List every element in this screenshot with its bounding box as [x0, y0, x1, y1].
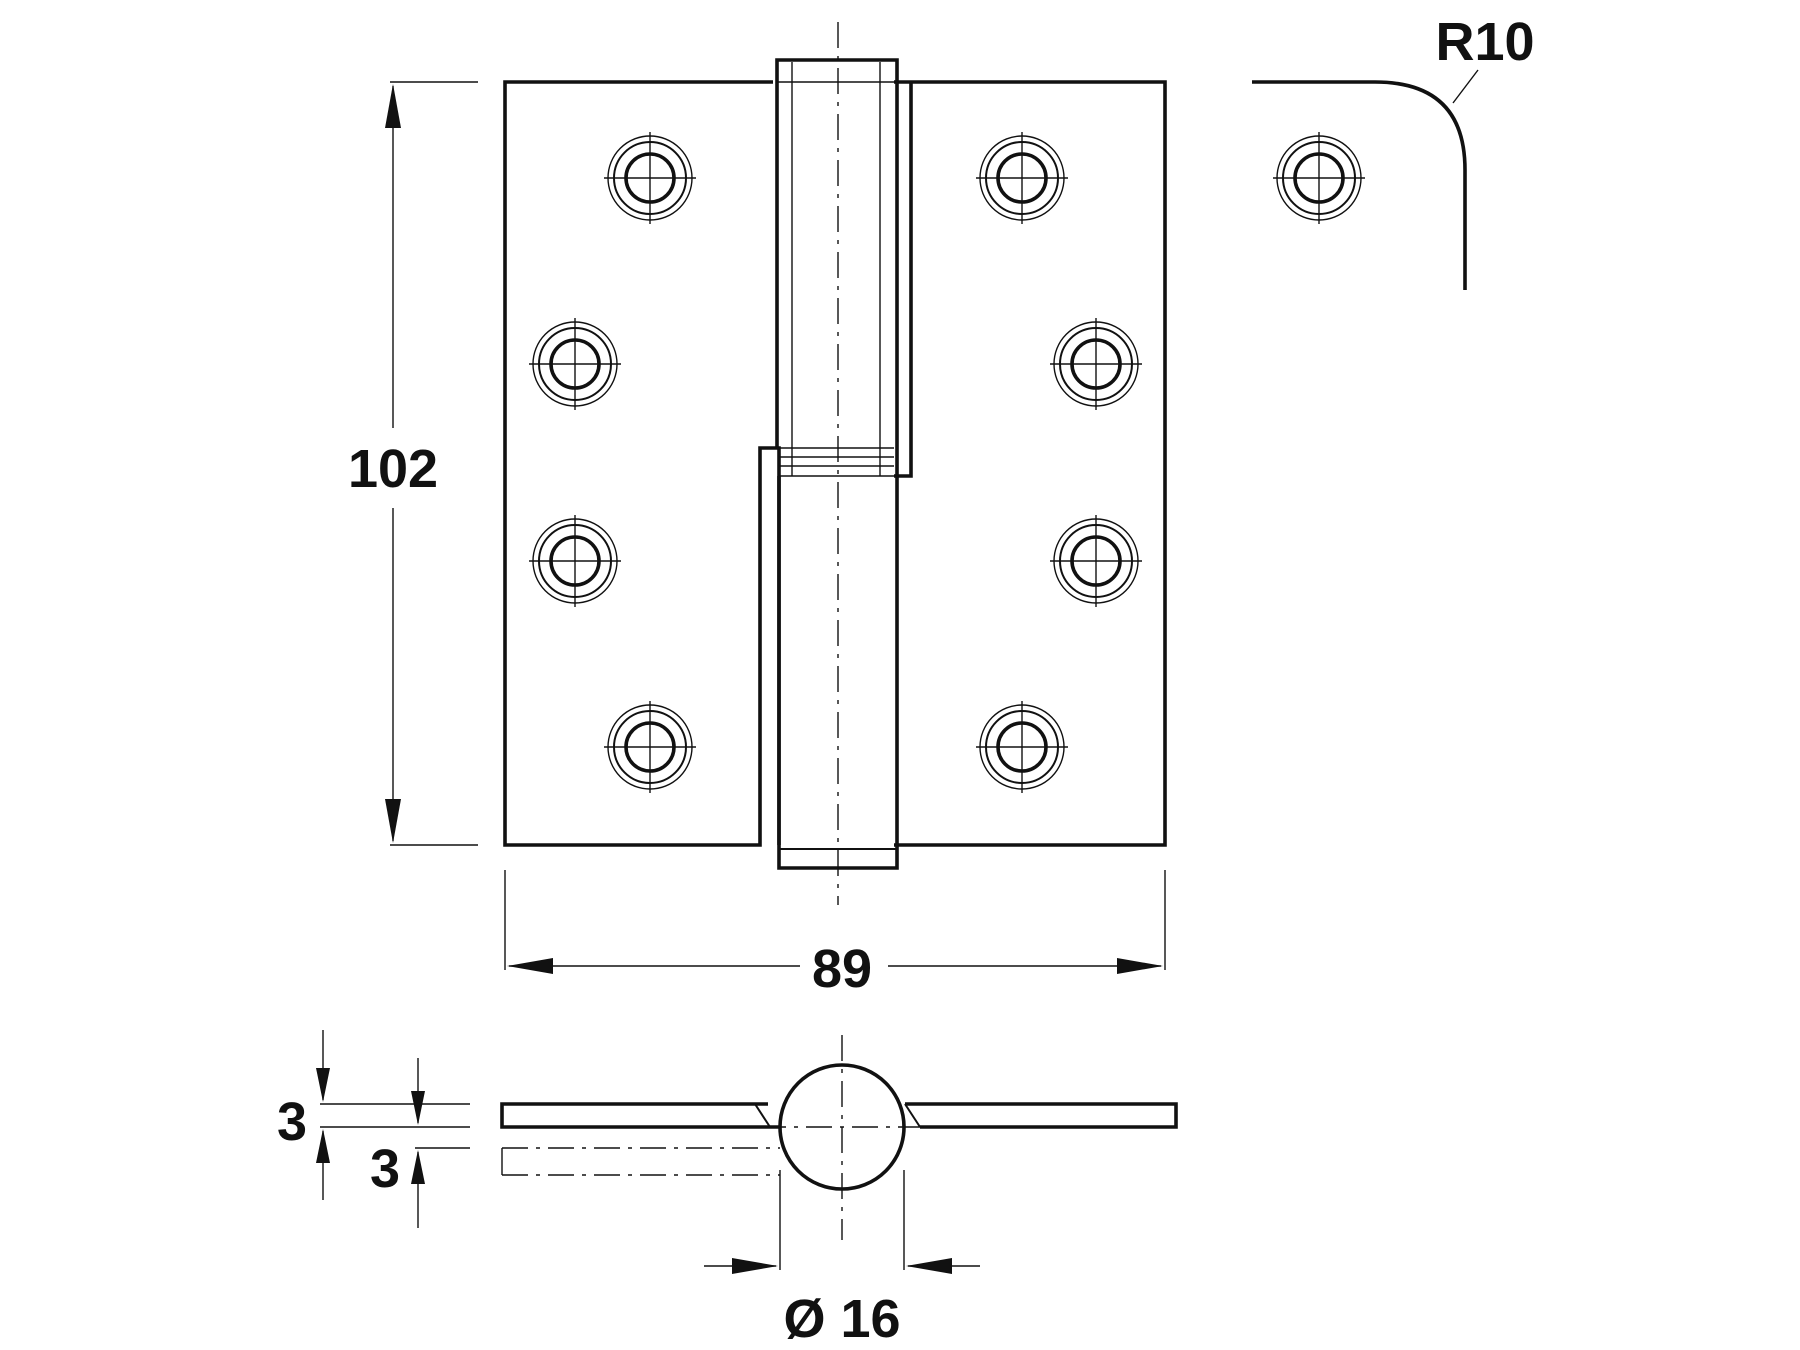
right-leaf-bend — [904, 1103, 921, 1128]
height-dimension: 102 — [348, 81, 478, 846]
right-leaf-profile — [905, 1102, 1178, 1129]
thickness-lower-label: 3 — [370, 1139, 400, 1199]
corner-radius-detail: R10 — [1252, 12, 1535, 290]
height-dimension-label: 102 — [348, 439, 438, 499]
width-arrow-left — [507, 958, 553, 974]
screw-hole — [1050, 318, 1142, 410]
thickness-dimensions: 3 3 — [277, 1030, 470, 1228]
hinge-profile-view — [500, 1035, 1178, 1240]
screw-hole — [1050, 515, 1142, 607]
corner-radius-label: R10 — [1435, 12, 1534, 72]
left-leaf-outline — [503, 80, 781, 847]
height-arrow-bottom — [385, 799, 401, 843]
width-dimension-label: 89 — [812, 939, 872, 999]
thickness-upper-label: 3 — [277, 1092, 307, 1152]
screw-hole — [604, 701, 696, 793]
diameter-label: Ø 16 — [783, 1289, 900, 1349]
thickness-lower-arrow-bottom — [411, 1150, 425, 1184]
left-leaf-bend — [754, 1103, 771, 1128]
rounded-corner-outline — [1252, 80, 1467, 290]
diameter-arrow-left — [732, 1258, 778, 1274]
screw-hole — [604, 132, 696, 224]
width-dimension: 89 — [504, 870, 1166, 999]
screw-holes — [529, 132, 1142, 793]
screw-hole — [976, 132, 1068, 224]
knuckle-upper — [775, 58, 899, 476]
diameter-dimension: Ø 16 — [704, 1170, 980, 1349]
diameter-arrow-right — [906, 1258, 952, 1274]
height-arrow-top — [385, 84, 401, 128]
screw-hole — [529, 515, 621, 607]
radius-leader-line — [1452, 69, 1479, 104]
screw-hole — [976, 701, 1068, 793]
thickness-lower-arrow-top — [411, 1091, 425, 1125]
thickness-upper-arrow-bottom — [316, 1129, 330, 1163]
screw-hole — [529, 318, 621, 410]
hinge-front-view — [503, 22, 1167, 905]
left-leaf-profile — [500, 1102, 780, 1129]
thickness-upper-arrow-top — [316, 1068, 330, 1102]
width-arrow-right — [1117, 958, 1163, 974]
screw-hole — [1273, 132, 1365, 224]
right-leaf-outline — [894, 80, 1167, 847]
